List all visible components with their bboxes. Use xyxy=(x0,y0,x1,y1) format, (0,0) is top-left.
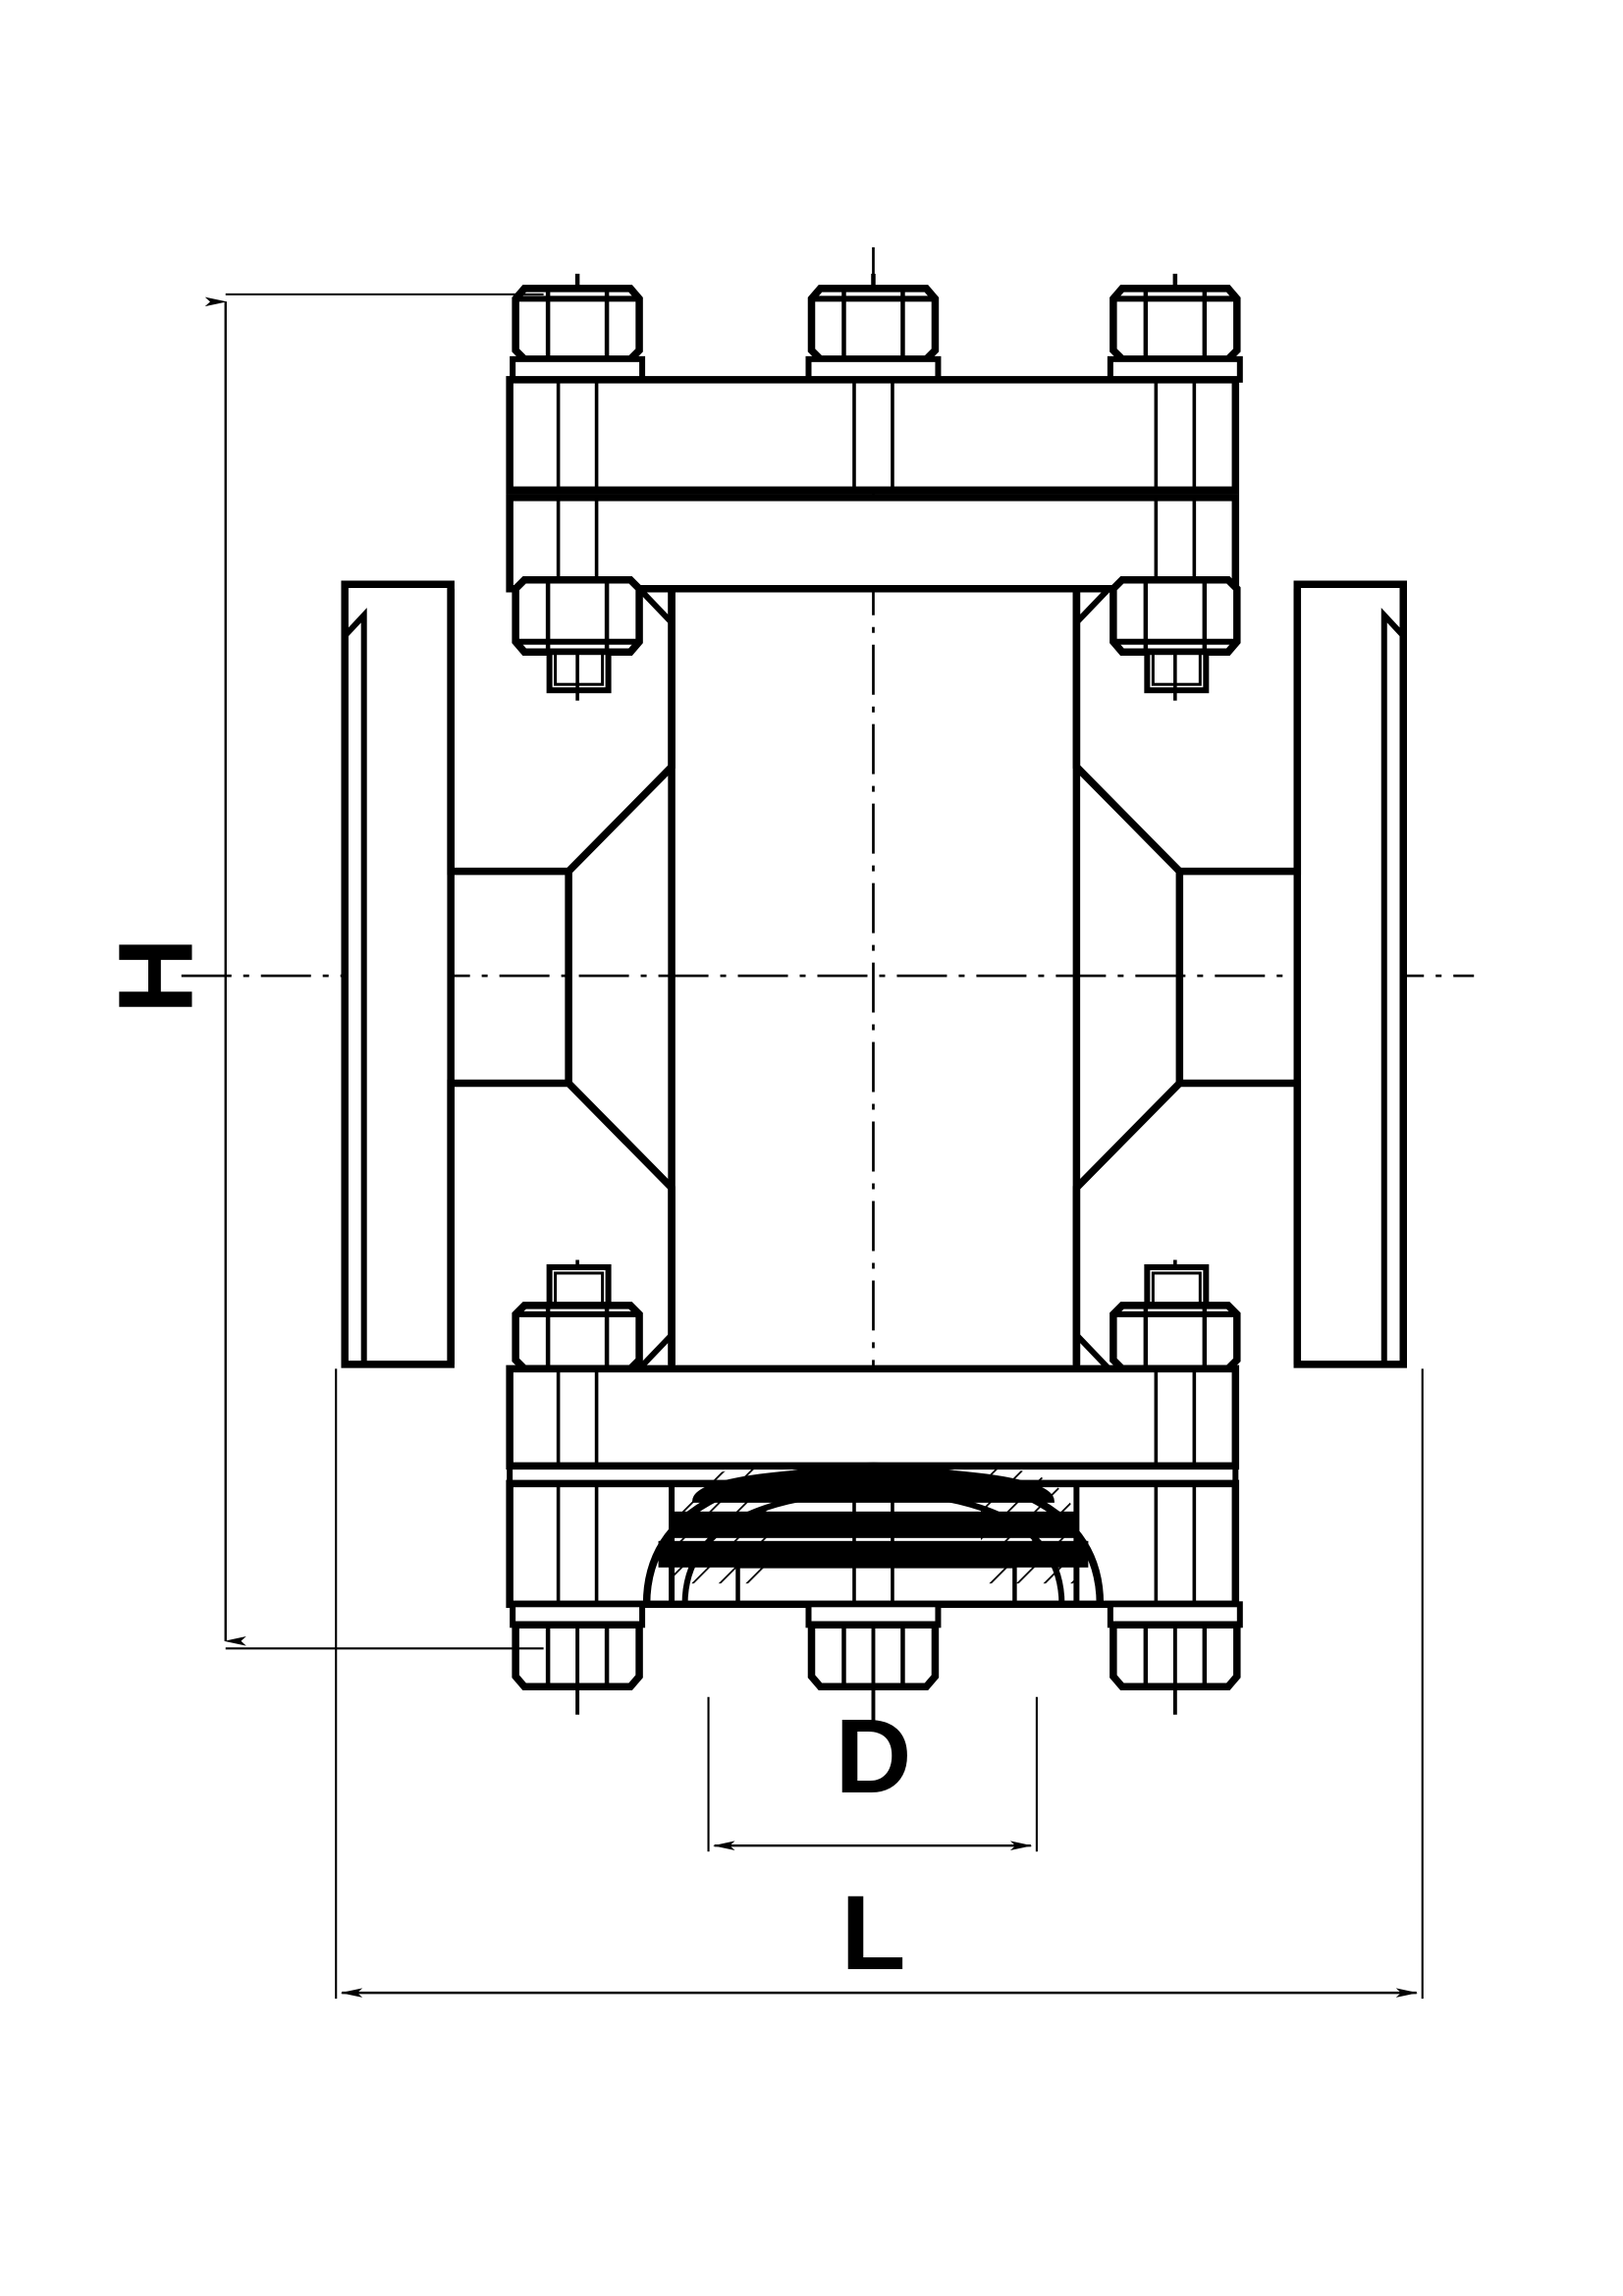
lower-body-flange xyxy=(506,1364,1240,1470)
dimension-H xyxy=(204,293,544,1650)
bottom-nut-left xyxy=(510,1601,646,1715)
dimension-label-L: L xyxy=(841,1873,906,1992)
valve-body-barrel xyxy=(636,586,1111,1371)
top-nut-right xyxy=(1107,273,1243,383)
lower-mid-nut-left xyxy=(512,1259,643,1373)
dimension-labels: H D L xyxy=(95,937,911,1992)
right-end-flange xyxy=(1293,580,1407,1368)
top-nut-center xyxy=(805,273,942,383)
dimension-label-H: H xyxy=(95,937,214,1014)
lower-mid-nut-right xyxy=(1109,1259,1241,1373)
dimension-label-D: D xyxy=(835,1696,911,1815)
top-nut-left xyxy=(510,273,646,383)
dimension-D xyxy=(707,1696,1038,1852)
bottom-nut-right xyxy=(1107,1601,1243,1715)
dimension-L xyxy=(335,1368,1424,2000)
upper-mid-nut-left xyxy=(512,575,643,701)
bottom-nut-center xyxy=(805,1601,942,1730)
upper-body-flange xyxy=(506,494,1240,593)
upper-mid-nut-right xyxy=(1109,575,1241,701)
left-end-flange xyxy=(341,580,455,1368)
top-bonnet-flange xyxy=(506,376,1240,495)
